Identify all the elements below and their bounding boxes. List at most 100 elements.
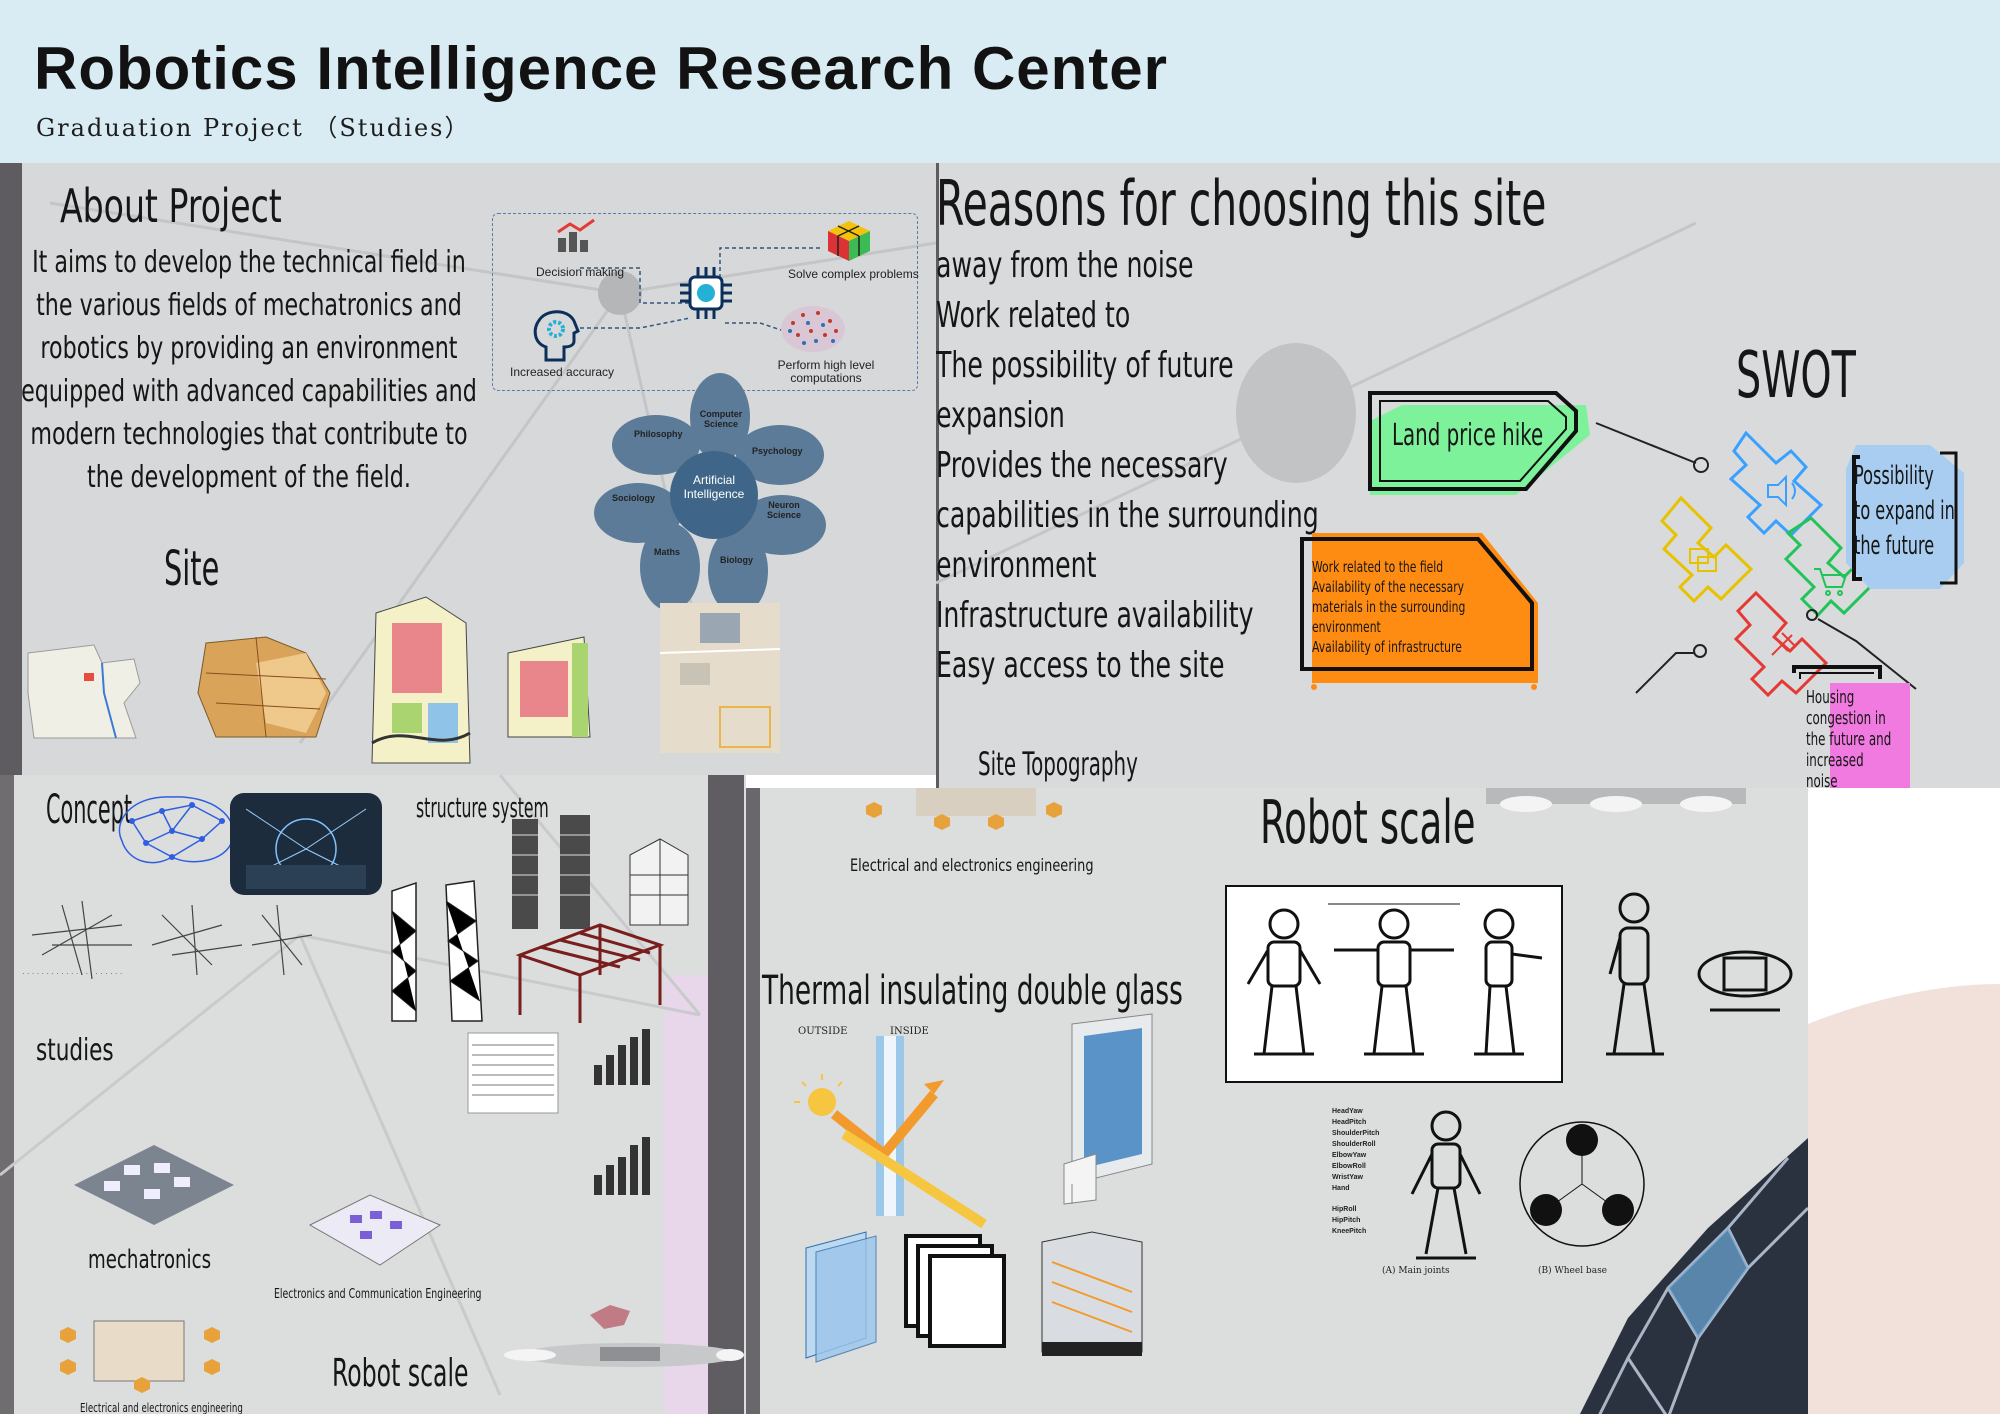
opportunity-frame — [1846, 445, 1964, 589]
reason-line-1: away from the noise — [936, 245, 1194, 286]
robot-scale-heading: Robot scale — [1260, 788, 1476, 858]
threat-line-5: noise — [1806, 771, 1838, 788]
opportunity-line-2: to expand in — [1854, 496, 1955, 526]
reasons-panel: Reasons for choosing this site away from… — [936, 163, 2000, 788]
triple-glazing-section — [1041, 1231, 1143, 1356]
robot-scale-label-small: Robot scale — [332, 1351, 469, 1395]
strength-line-4: environment — [1312, 618, 1381, 636]
reasons-heading: Reasons for choosing this site — [936, 167, 1547, 240]
smart-city-image — [230, 793, 382, 895]
threat-line-4: increased — [1806, 750, 1864, 771]
poster-subtitle: Graduation Project （Studies） — [36, 114, 471, 142]
window-profile-render — [1063, 1013, 1153, 1205]
swot-title: SWOT — [1736, 339, 1856, 413]
eee-floorplan-render — [60, 1320, 220, 1393]
concept-line-sketches — [31, 900, 313, 980]
opportunity-line-1: Possibility — [1854, 461, 1934, 491]
ai-flower-diagram — [594, 373, 826, 615]
joint-label-4: ShoulderRoll — [1332, 1141, 1376, 1148]
ece-label: Electronics and Communication Engineerin… — [274, 1287, 482, 1302]
about-line-6: the development of the field. — [86, 460, 411, 495]
joint-label-8: Hand — [1332, 1185, 1350, 1192]
robot-side-drawing — [1606, 892, 1664, 1056]
land-price-frame — [1368, 391, 1590, 495]
strengths-frame — [1300, 533, 1538, 690]
about-line-1: It aims to develop the technical field i… — [32, 245, 466, 280]
outside-label: OUTSIDE — [798, 1026, 848, 1037]
threat-line-2: congestion in — [1806, 708, 1886, 729]
header-band: Robotics Intelligence Research Center Gr… — [0, 0, 2000, 163]
threat-frame — [1792, 665, 1910, 788]
decision-making-label: Decision making — [536, 265, 625, 279]
concept-label: Concept — [46, 787, 133, 833]
head-gear-icon — [533, 310, 580, 362]
wheel-base-diagram — [1519, 1121, 1645, 1247]
robot-panel: Electrical and electronics engineering R… — [746, 788, 1808, 1414]
petal-sociology: Sociology — [612, 493, 656, 503]
strength-line-1: Work related to the field — [1312, 558, 1444, 576]
ceiling-lights — [1486, 788, 1746, 812]
petal-computer-science: Computer Science — [699, 409, 743, 429]
joint-label-2: HeadPitch — [1332, 1119, 1367, 1126]
strength-line-5: Availability of infrastructure — [1312, 638, 1462, 656]
petal-neuron-science: Neuron Science — [766, 500, 802, 520]
swot-puzzle-diagram — [1595, 422, 1917, 698]
joint-label-3: ShoulderPitch — [1332, 1130, 1380, 1137]
mechatronics-lab-render — [74, 1145, 234, 1225]
reason-line-5: Provides the necessary — [936, 445, 1228, 486]
joint-label-11: KneePitch — [1332, 1228, 1367, 1235]
egypt-map — [27, 644, 141, 739]
reason-line-2: Work related to — [936, 295, 1131, 336]
network-brain-icon — [118, 796, 235, 864]
opportunity-text: Possibility to expand in the future — [1854, 459, 2000, 564]
concept-panel: Concept structure system — [0, 775, 746, 1414]
threat-line-1: Housing — [1806, 687, 1855, 708]
small-bar-charts — [594, 1029, 650, 1195]
rubiks-cube-icon — [828, 221, 870, 261]
about-line-4: equipped with advanced capabilities and — [21, 374, 477, 409]
reason-line-7: environment — [936, 545, 1097, 586]
studies-label: studies — [36, 1033, 114, 1068]
double-glass-unit — [805, 1231, 877, 1363]
eee-diagram-strip — [866, 788, 1062, 830]
robot-elevation-drawings — [1225, 885, 1563, 1083]
site-label: Site — [164, 541, 220, 597]
perform-computations-label: Perform high level computations — [777, 358, 875, 385]
glass-heading: Thermal insulating double glass — [762, 968, 1183, 1014]
reason-line-6: capabilities in the surrounding — [936, 495, 1319, 536]
glass-panes-stack — [904, 1234, 1006, 1348]
city-plan-map — [371, 596, 471, 764]
panel-divider — [936, 163, 939, 788]
background-network-lines — [936, 221, 1697, 585]
steel-frame-3d — [515, 923, 665, 1023]
panel-edge-bar — [746, 788, 760, 1414]
inside-label: INSIDE — [890, 1026, 929, 1037]
decorative-pink-shape — [1808, 984, 2000, 1414]
brain-dots-icon — [781, 306, 845, 352]
about-line-2: the various fields of mechatronics and — [36, 288, 462, 323]
eee-label-small: Electrical and electronics engineering — [80, 1401, 243, 1414]
eee-label: Electrical and electronics engineering — [850, 856, 1094, 876]
ece-lab-render — [308, 1194, 442, 1266]
poster-title: Robotics Intelligence Research Center — [34, 35, 1168, 102]
increased-accuracy-label: Increased accuracy — [510, 365, 615, 379]
main-joints-caption: (A) Main joints — [1382, 1266, 1450, 1276]
joint-label-7: WristYaw — [1332, 1174, 1363, 1181]
futuristic-machine-render — [1580, 1138, 1808, 1414]
petal-psychology: Psychology — [752, 446, 803, 456]
petal-philosophy: Philosophy — [634, 429, 683, 439]
about-body: It aims to develop the technical field i… — [14, 241, 484, 499]
strength-line-3: materials in the surrounding — [1312, 598, 1466, 616]
petal-maths: Maths — [654, 547, 681, 557]
threat-line-3: the future and — [1806, 729, 1892, 750]
reason-line-3: The possibility of future — [936, 345, 1234, 386]
bar-chart-table — [467, 1032, 559, 1114]
background-network-lines — [0, 775, 702, 1396]
glass-section-diagram — [794, 1036, 987, 1229]
truss-towers — [391, 880, 483, 1022]
structure-system-label: structure system — [416, 791, 549, 824]
strength-line-2: Availability of the necessary — [1312, 578, 1465, 596]
opportunity-line-3: the future — [1854, 531, 1935, 561]
panel-divider-bar — [708, 775, 744, 1414]
